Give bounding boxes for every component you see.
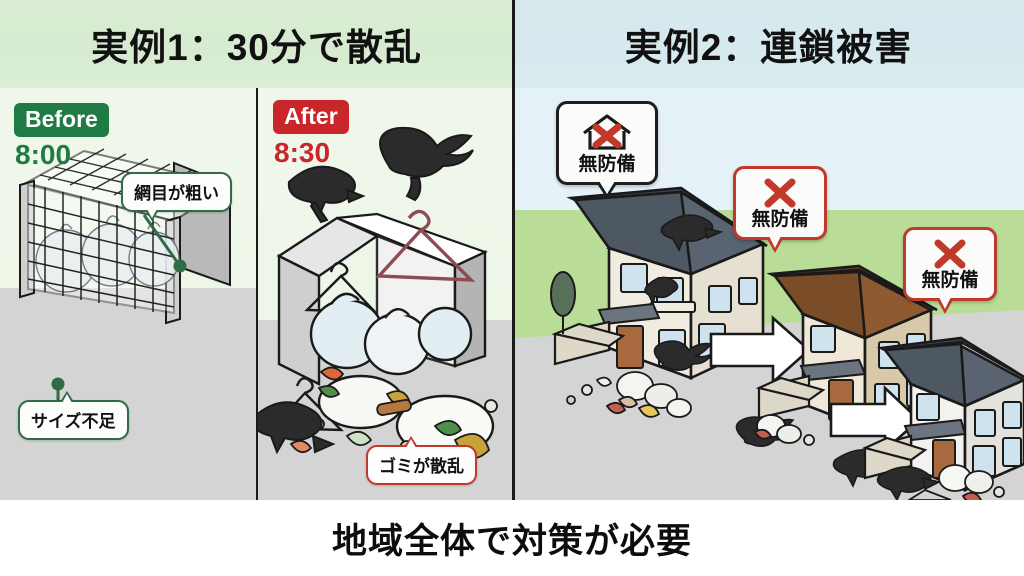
header-left: 実例1：30分で散乱 [0,0,513,88]
header-right-title: 実例2：連鎖被害 [624,27,913,68]
before-time: 8:00 [15,139,72,170]
callout-coarse-mesh: 網目が粗い [121,172,232,221]
callout-coarse-mesh-label: 網目が粗い [134,184,219,203]
header-left-title: 実例1：30分で散乱 [91,27,422,68]
callout-tail [60,391,74,403]
header-right: 実例2：連鎖被害 [513,0,1024,88]
after-badge: After [273,100,349,135]
panel-after [257,88,513,500]
warning-balloon-2: 無防備 [733,166,827,253]
callout-tail [404,436,418,448]
neighborhood-illustration [550,186,1024,500]
callout-insufficient-size: サイズ不足 [18,391,129,440]
ground-surface-before [0,288,256,500]
warning-balloon-2-label: 無防備 [751,208,809,230]
panel-before [0,88,256,500]
balloon-tail [936,297,954,314]
x-mark-icon [764,178,796,207]
before-badge: Before [14,103,109,138]
balloon-tail [596,181,618,199]
warning-balloon-3-label: 無防備 [921,269,979,291]
divider-panels [512,0,515,500]
callout-scattered-trash: ゴミが散乱 [366,436,477,485]
spread-arrow-2 [829,384,921,453]
callout-tail [145,209,159,221]
after-time: 8:30 [274,137,331,168]
warning-balloon-3: 無防備 [903,227,997,314]
balloon-tail [766,236,784,253]
warning-balloon-1: 無防備 [556,101,658,199]
divider-before-after [256,88,258,500]
house-x-icon [583,113,631,150]
warning-balloon-1-label: 無防備 [578,153,636,175]
footer-banner: 地域全体で対策が必要 [0,500,1024,576]
footer-caption: 地域全体で対策が必要 [331,521,692,561]
callout-insufficient-size-label: サイズ不足 [31,412,116,431]
callout-scattered-trash-label: ゴミが散乱 [379,457,464,476]
spread-arrow-1 [709,315,811,385]
x-mark-icon [934,239,966,268]
